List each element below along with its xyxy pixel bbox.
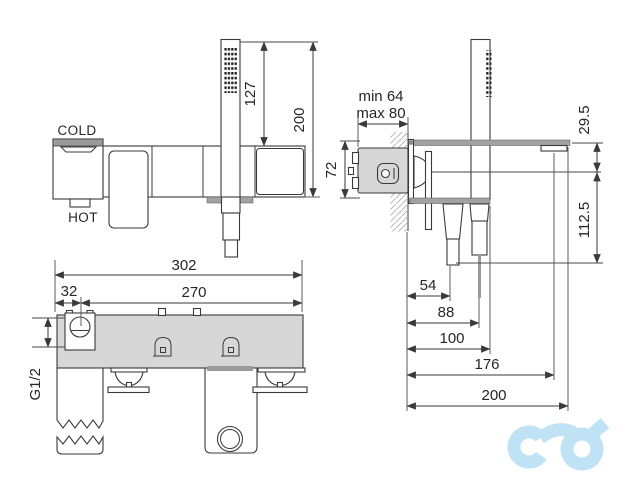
inlet-pipe-upper	[56, 367, 104, 429]
side-view: min 64 max 80 72 29.5 112.5	[323, 38, 603, 411]
spray-face-front	[223, 48, 237, 93]
inlet-port-screw	[69, 316, 91, 338]
dim-54-label: 54	[420, 277, 437, 294]
dim-recess-depth: min 64 max 80	[356, 88, 409, 147]
wand-grip-tip	[224, 239, 239, 258]
spout-plate	[409, 139, 571, 146]
lever-blade-side	[424, 150, 433, 231]
handle-socket	[153, 336, 172, 357]
plate-end-top	[408, 140, 414, 145]
tub-outlet-pipe	[446, 238, 460, 266]
hot-label: HOT	[68, 210, 98, 225]
fixing-pin	[192, 307, 202, 317]
spray-face-side	[485, 50, 492, 97]
wall-hatch-bottom	[390, 193, 408, 232]
top-view: 302 32 270 G1/2	[27, 257, 308, 455]
dim-176-label: 176	[474, 356, 499, 373]
inlet-pipe-lower	[56, 434, 104, 455]
dim-100-label: 100	[439, 330, 464, 347]
dim-spout-offset: 29.5	[572, 105, 603, 172]
handshower-outlet-ring	[216, 425, 244, 453]
hose-nut	[220, 196, 241, 214]
cold-inlet-cap	[52, 138, 104, 147]
dim-88-label: 88	[438, 304, 455, 321]
front-view: COLD HOT 127 200	[52, 38, 320, 258]
lower-shelf	[409, 197, 491, 204]
dim-overall-width: 302	[54, 257, 303, 312]
lever-handle-front	[108, 150, 149, 229]
wand-grip	[222, 212, 241, 241]
handle-socket	[221, 336, 240, 357]
dim-72-label: 72	[323, 162, 340, 179]
hot-inlet-stub	[69, 198, 91, 208]
handle-bell-right	[252, 367, 308, 394]
mixer-body-top	[56, 314, 304, 369]
dim-200-height-label: 200	[291, 107, 308, 132]
dim-270-label: 270	[181, 284, 206, 301]
dim-chain-side: 54 88 100 176 200	[406, 147, 569, 411]
thread-callout: G1/2	[27, 317, 65, 401]
spout-aerator	[540, 144, 568, 152]
dim-200-reach-label: 200	[481, 387, 506, 404]
dim-127-label: 127	[242, 81, 259, 106]
dim-29-5-label: 29.5	[576, 105, 593, 134]
cold-label: COLD	[57, 123, 96, 138]
handshower-socket	[469, 203, 490, 222]
dim-valve-height: 72	[323, 140, 360, 199]
dim-handshower-height: 127	[240, 41, 318, 147]
dim-below-axis: 112.5	[456, 172, 603, 264]
fixing-pin	[157, 307, 167, 317]
dim-overall-height: 200	[291, 41, 320, 198]
brand-logo-icon	[507, 418, 610, 471]
dim-32-label: 32	[61, 283, 78, 300]
dim-302-label: 302	[171, 257, 196, 274]
shower-holder-block	[255, 147, 305, 196]
handle-bell-left	[107, 367, 150, 394]
recess-max-label: max 80	[356, 105, 405, 122]
wall-hatch-top	[390, 132, 408, 148]
thread-size-label: G1/2	[27, 368, 44, 401]
escutcheon-plate	[407, 138, 415, 205]
handshower-grip-side	[471, 220, 488, 256]
dim-112-5-label: 112.5	[576, 202, 593, 238]
dim-width-chain: 32 270	[54, 283, 303, 326]
cartridge-symbol	[376, 162, 400, 185]
recess-min-label: min 64	[358, 88, 403, 105]
body-bottom-strip	[207, 366, 253, 371]
tub-outlet-cone	[442, 203, 464, 240]
holder-leg	[204, 367, 258, 454]
